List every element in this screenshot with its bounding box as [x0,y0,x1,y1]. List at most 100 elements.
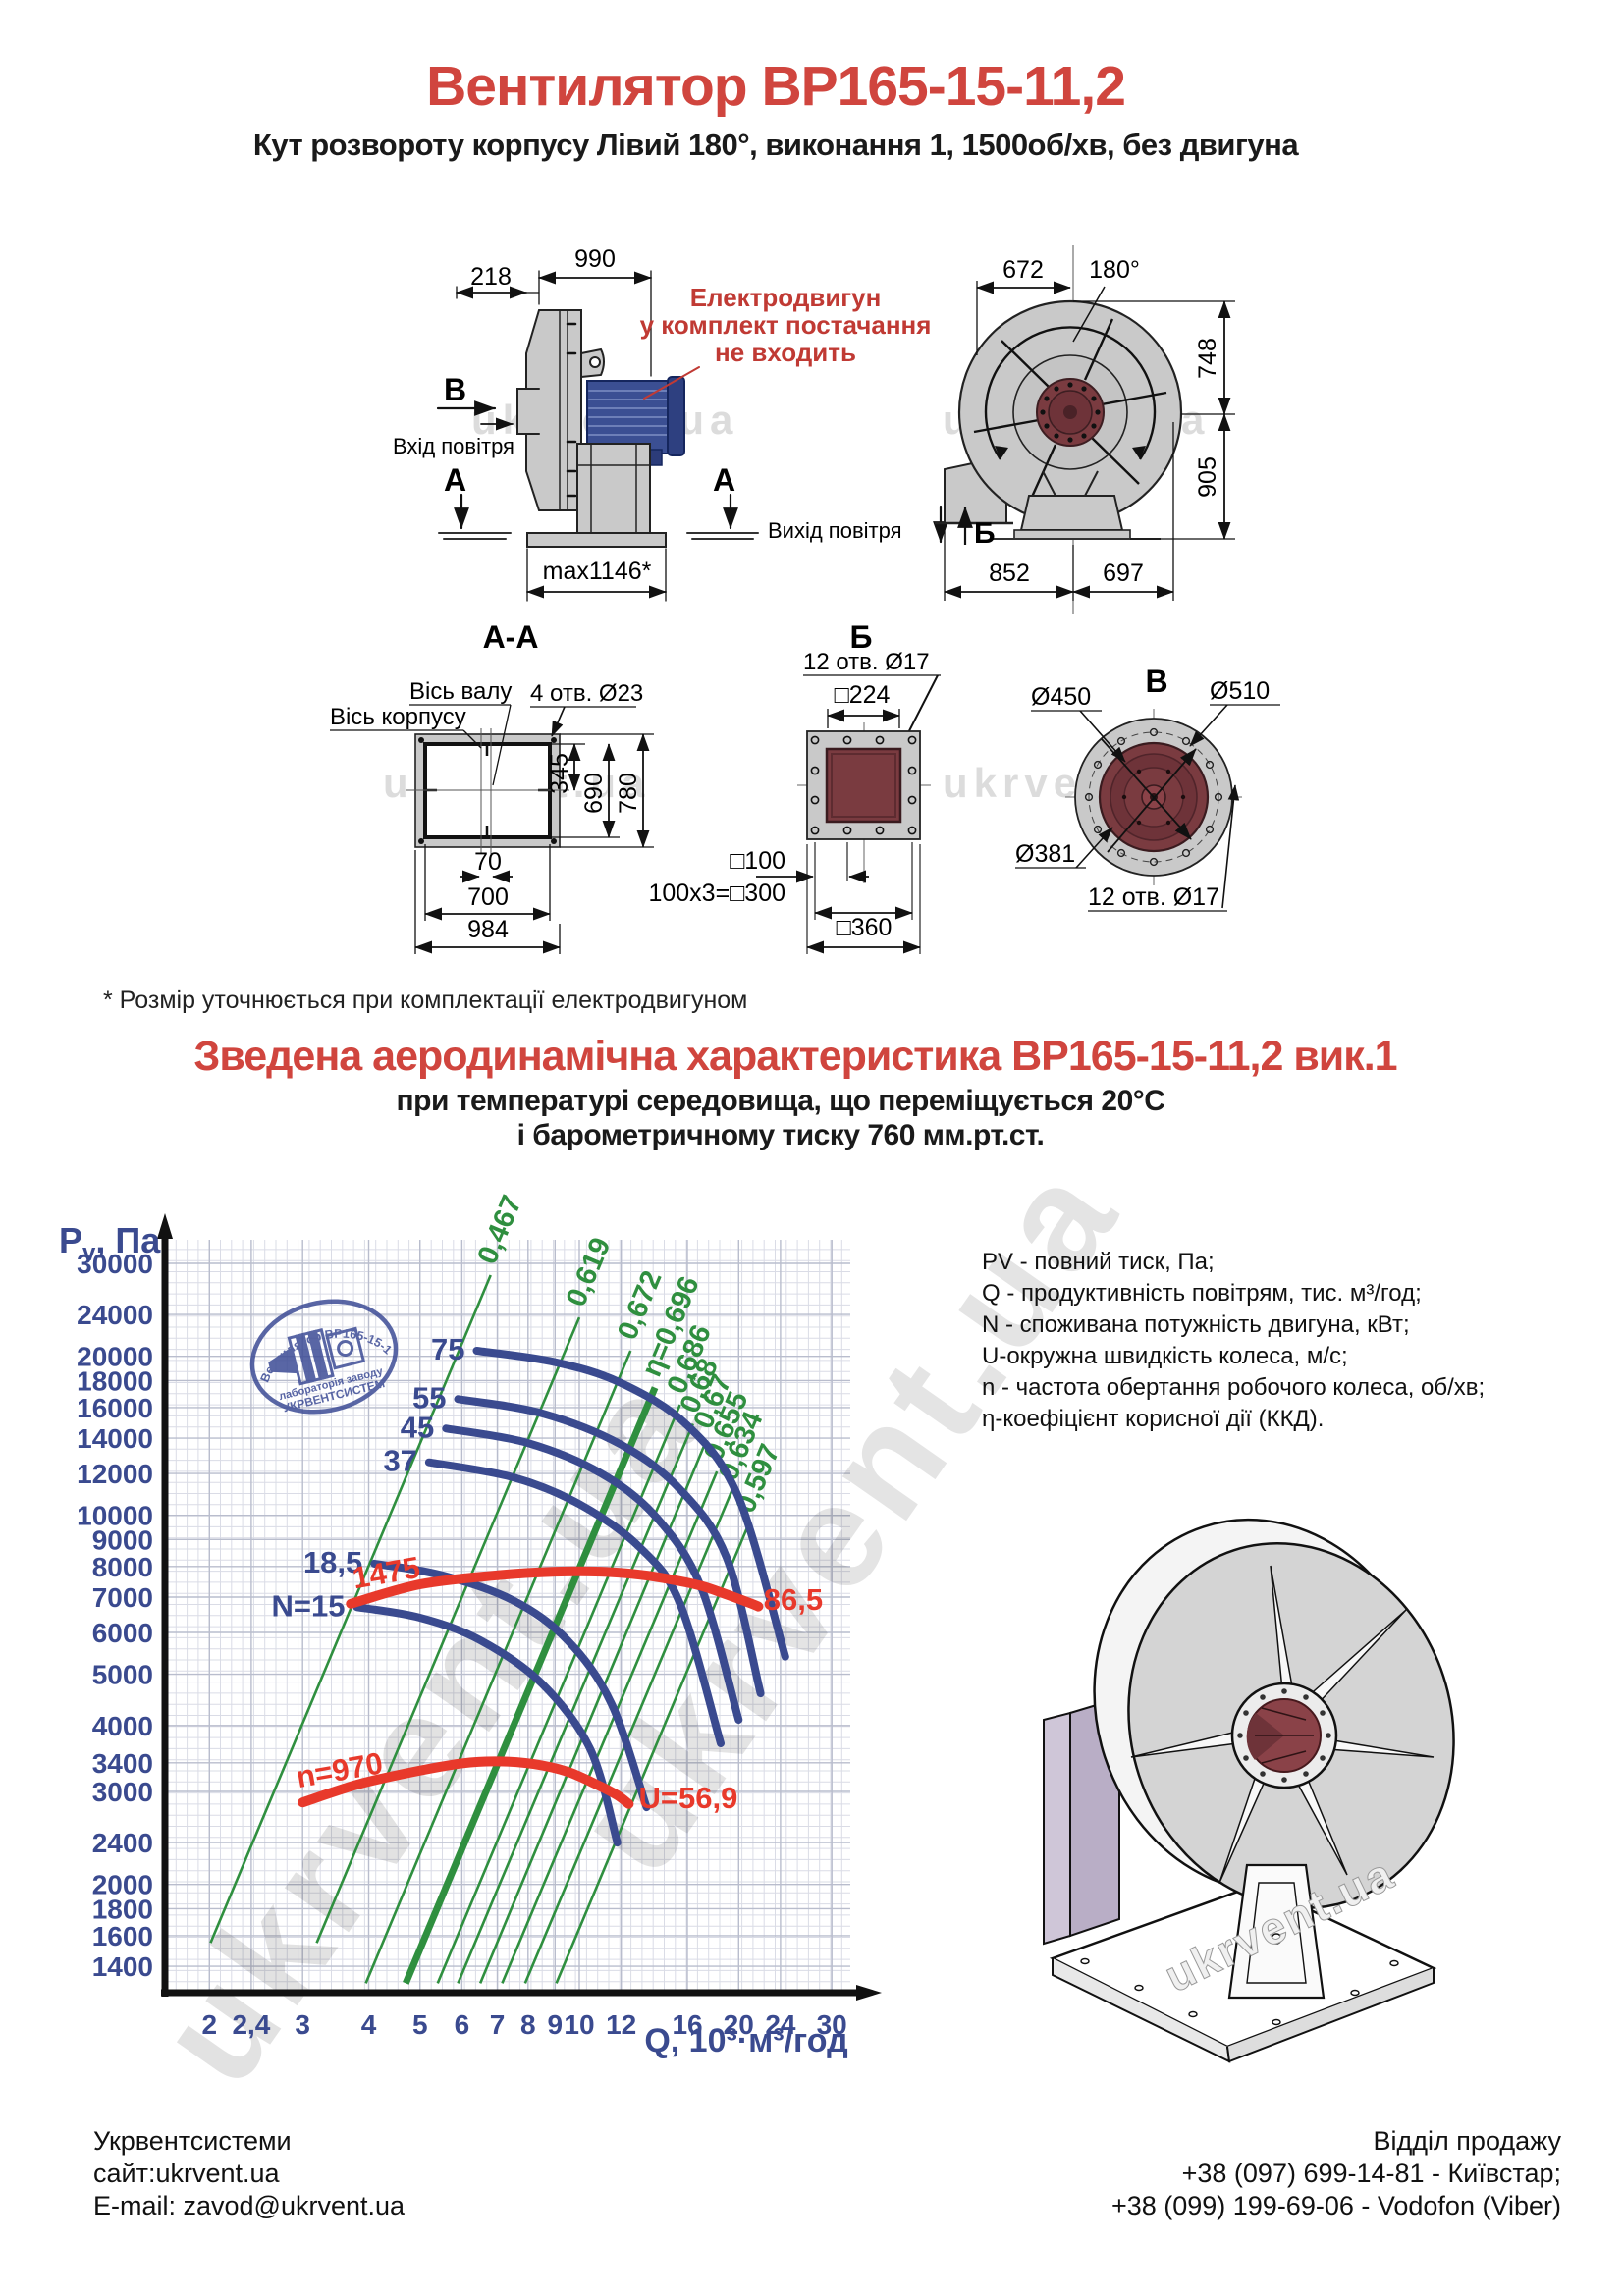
chart-title: Зведена аеродинамічна характеристика ВР1… [193,1033,1397,1080]
phone-2[interactable]: +38 (099) 199-69-06 - Vodofon (Viber) [1110,2191,1561,2220]
svg-text:7000: 7000 [92,1582,153,1613]
svg-text:5000: 5000 [92,1660,153,1690]
svg-text:24000: 24000 [77,1300,153,1330]
svg-text:86,5: 86,5 [764,1582,823,1617]
svg-text:не входить: не входить [715,338,856,367]
svg-text:Q, 10³·м³/год: Q, 10³·м³/год [644,2022,847,2059]
svg-text:7: 7 [490,2009,506,2040]
chart-subtitle-2: і барометричному тиску 760 мм.рт.ст. [516,1119,1045,1151]
svg-text:8: 8 [520,2009,536,2040]
footer-right: Відділ продажу +38 (097) 699-14-81 - Киї… [1111,2125,1561,2222]
svg-text:55: 55 [412,1380,446,1415]
svg-text:18000: 18000 [77,1365,153,1396]
svg-text:Ø381: Ø381 [1015,840,1075,868]
svg-text:Вихід повітря: Вихід повітря [768,518,902,543]
svg-text:100х3=□300: 100х3=□300 [648,880,785,907]
svg-text:4000: 4000 [92,1711,153,1741]
site-url[interactable]: сайт:ukrvent.ua [93,2159,280,2188]
email[interactable]: E-mail: zavod@ukrvent.ua [93,2191,406,2220]
svg-text:А: А [444,462,466,498]
page-title: Вентилятор ВР165-15-11,2 [426,55,1126,118]
svg-text:12 отв. Ø17: 12 отв. Ø17 [1088,883,1219,911]
svg-text:□224: □224 [835,681,891,709]
svg-text:180°: 180° [1089,256,1140,284]
sales-dept: Відділ продажу [1373,2126,1561,2156]
drawing-side-view: 990 218 max1146* В Вхід повітря А А Вихі… [393,245,948,602]
svg-text:1800: 1800 [92,1894,153,1924]
svg-text:А: А [713,462,735,498]
svg-text:2,4: 2,4 [232,2009,270,2040]
svg-text:8000: 8000 [92,1552,153,1582]
svg-text:N=15: N=15 [272,1588,346,1623]
svg-text:16000: 16000 [77,1393,153,1423]
legend-line: U-окружна швидкість колеса, м/с; [982,1343,1348,1369]
svg-text:345: 345 [546,753,573,794]
chart-subtitle-1: при температурі середовища, що переміщує… [396,1085,1165,1117]
svg-text:□100: □100 [730,847,785,875]
footnote: * Розмір уточнюється при комплектації ел… [103,987,748,1014]
svg-text:30000: 30000 [77,1249,153,1279]
svg-text:А-А: А-А [483,619,539,655]
svg-text:3000: 3000 [92,1777,153,1807]
drawing-front-view: 672 180° 748 905 852 697 Б [935,245,1235,614]
svg-text:9000: 9000 [92,1524,153,1555]
svg-text:905: 905 [1194,456,1221,498]
legend-line: N - споживана потужність двигуна, кВт; [982,1311,1410,1338]
phone-1[interactable]: +38 (097) 699-14-81 - Київстар; [1181,2159,1561,2188]
svg-text:4: 4 [361,2009,377,2040]
svg-text:700: 700 [467,883,509,911]
svg-text:4 отв. Ø23: 4 отв. Ø23 [530,680,643,707]
svg-text:Електродвигун: Електродвигун [690,283,882,312]
svg-text:9: 9 [548,2009,564,2040]
svg-text:12000: 12000 [77,1459,153,1489]
company-name: Укрвентсистеми [93,2126,292,2156]
footer-left: Укрвентсистеми сайт:ukrvent.ua E-mail: z… [93,2125,405,2222]
svg-text:12 отв. Ø17: 12 отв. Ø17 [803,649,930,675]
page-subtitle: Кут розвороту корпусу Лівий 180°, викона… [252,128,1299,162]
legend-line: n - частота обертання робочого колеса, о… [982,1374,1486,1401]
chart-legend: PV - повний тиск, Па; Q - продуктивність… [982,1247,1485,1435]
svg-text:852: 852 [989,560,1030,587]
svg-text:□360: □360 [837,914,893,941]
svg-text:Б: Б [850,619,873,655]
svg-text:2000: 2000 [92,1870,153,1900]
svg-text:2400: 2400 [92,1828,153,1858]
svg-text:В: В [1145,664,1167,699]
svg-text:24: 24 [765,2009,796,2040]
svg-text:984: 984 [467,916,509,943]
svg-text:Б: Б [974,517,996,550]
svg-text:у комплект постачання: у комплект постачання [640,310,932,340]
svg-text:Вісь валу: Вісь валу [409,678,512,705]
svg-text:20: 20 [724,2009,754,2040]
svg-text:990: 990 [574,245,616,273]
svg-text:12: 12 [606,2009,636,2040]
svg-text:16: 16 [672,2009,702,2040]
svg-text:780: 780 [615,773,642,814]
legend-line: η-коефіцієнт корисної дії (ККД). [982,1406,1325,1432]
svg-text:75: 75 [431,1332,464,1366]
svg-text:14000: 14000 [77,1423,153,1454]
svg-text:18,5: 18,5 [303,1545,362,1579]
svg-text:Вісь корпусу: Вісь корпусу [330,704,466,730]
svg-text:Вхід повітря: Вхід повітря [393,434,514,458]
svg-text:218: 218 [470,263,512,291]
svg-text:37: 37 [383,1444,416,1478]
svg-text:1600: 1600 [92,1921,153,1951]
svg-text:748: 748 [1194,338,1221,379]
svg-text:10: 10 [564,2009,594,2040]
svg-text:20000: 20000 [77,1342,153,1372]
svg-text:max1146*: max1146* [543,558,652,585]
svg-text:Ø450: Ø450 [1031,683,1091,711]
svg-text:5: 5 [412,2009,428,2040]
drawing-view-b: Б 12 отв. Ø17 □224 □100 100х3=□300 □360 [648,619,941,954]
svg-text:672: 672 [1002,256,1044,284]
svg-text:3: 3 [295,2009,310,2040]
legend-line: Q - продуктивність повітрям, тис. м³/год… [982,1280,1422,1307]
svg-text:45: 45 [401,1410,434,1444]
svg-text:В: В [444,372,466,407]
drawing-view-v: В Ø450 Ø510 Ø381 12 отв. Ø1 [1015,664,1280,912]
svg-text:6: 6 [455,2009,470,2040]
